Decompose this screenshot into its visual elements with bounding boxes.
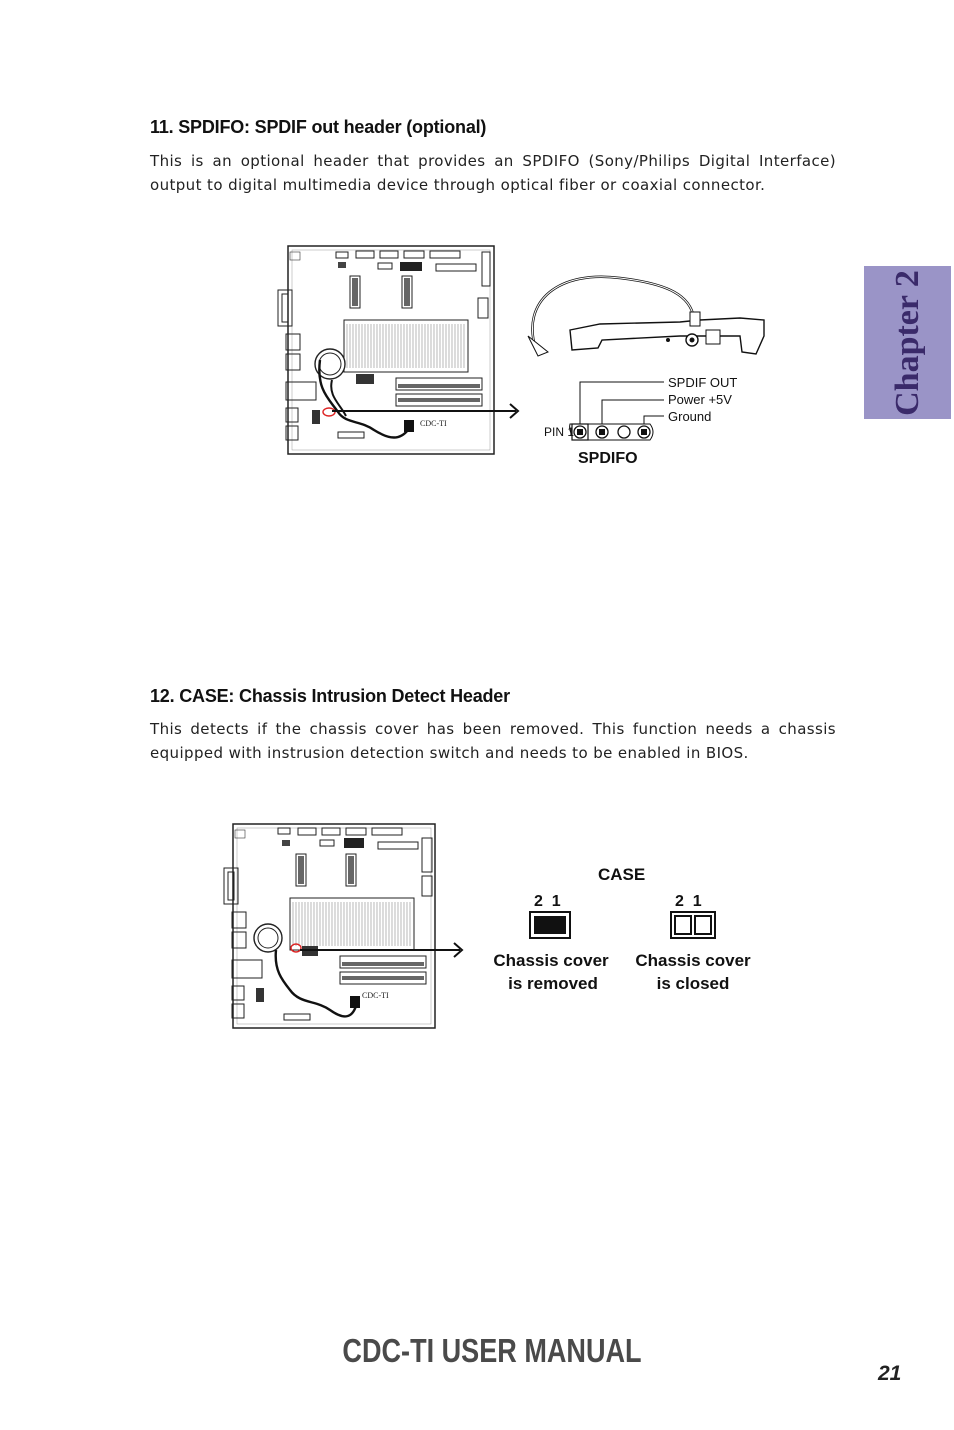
case-title: CASE xyxy=(598,865,645,884)
jumper-closed-icon xyxy=(670,911,716,939)
motherboard-diagram: CDC-TI xyxy=(277,245,495,455)
section-12-description: This detects if the chassis cover has be… xyxy=(150,720,836,762)
page-number: 21 xyxy=(878,1362,902,1385)
chapter-tab-label: Chapter 2 xyxy=(888,269,926,416)
chapter-tab-label-wrap: Chapter 2 xyxy=(864,266,951,419)
closed-caption-line2: is closed xyxy=(657,974,730,993)
section-11-description: This is an optional header that provides… xyxy=(150,152,836,194)
spdifo-figure: CDC-TI SPDIF OUT Power +5V Ground PIN 1 … xyxy=(277,245,765,467)
removed-caption-line1: Chassis cover xyxy=(493,951,609,970)
motherboard-diagram: CDC-TI xyxy=(223,823,436,1029)
pin-label-power: Power +5V xyxy=(668,392,732,407)
chapter-tab xyxy=(864,266,951,419)
section-11-heading: 11. SPDIFO: SPDIF out header (optional) xyxy=(150,117,487,137)
removed-caption-line2: is removed xyxy=(508,974,598,993)
jumper-removed-icon xyxy=(529,911,571,939)
spdifo-caption: SPDIFO xyxy=(578,450,638,467)
case-removed-pin-numbers: 2 1 xyxy=(534,893,561,910)
spdif-bracket-diagram xyxy=(527,275,765,357)
section-12-heading: 12. CASE: Chassis Intrusion Detect Heade… xyxy=(150,686,510,706)
case-closed-pin-numbers: 2 1 xyxy=(675,893,702,910)
spdifo-header-pins xyxy=(569,381,664,441)
board-model-label: CDC-TI xyxy=(362,991,389,1000)
pin1-label: PIN 1 xyxy=(544,425,574,439)
pin-label-ground: Ground xyxy=(668,409,711,424)
manual-title: CDC-TI USER MANUAL xyxy=(342,1332,642,1369)
board-model-label: CDC-TI xyxy=(420,419,447,428)
closed-caption-line1: Chassis cover xyxy=(635,951,751,970)
case-figure: CDC-TI CASE 2 1 2 1 Chassis cover is rem… xyxy=(223,823,751,1029)
pin-label-spdif-out: SPDIF OUT xyxy=(668,375,737,390)
